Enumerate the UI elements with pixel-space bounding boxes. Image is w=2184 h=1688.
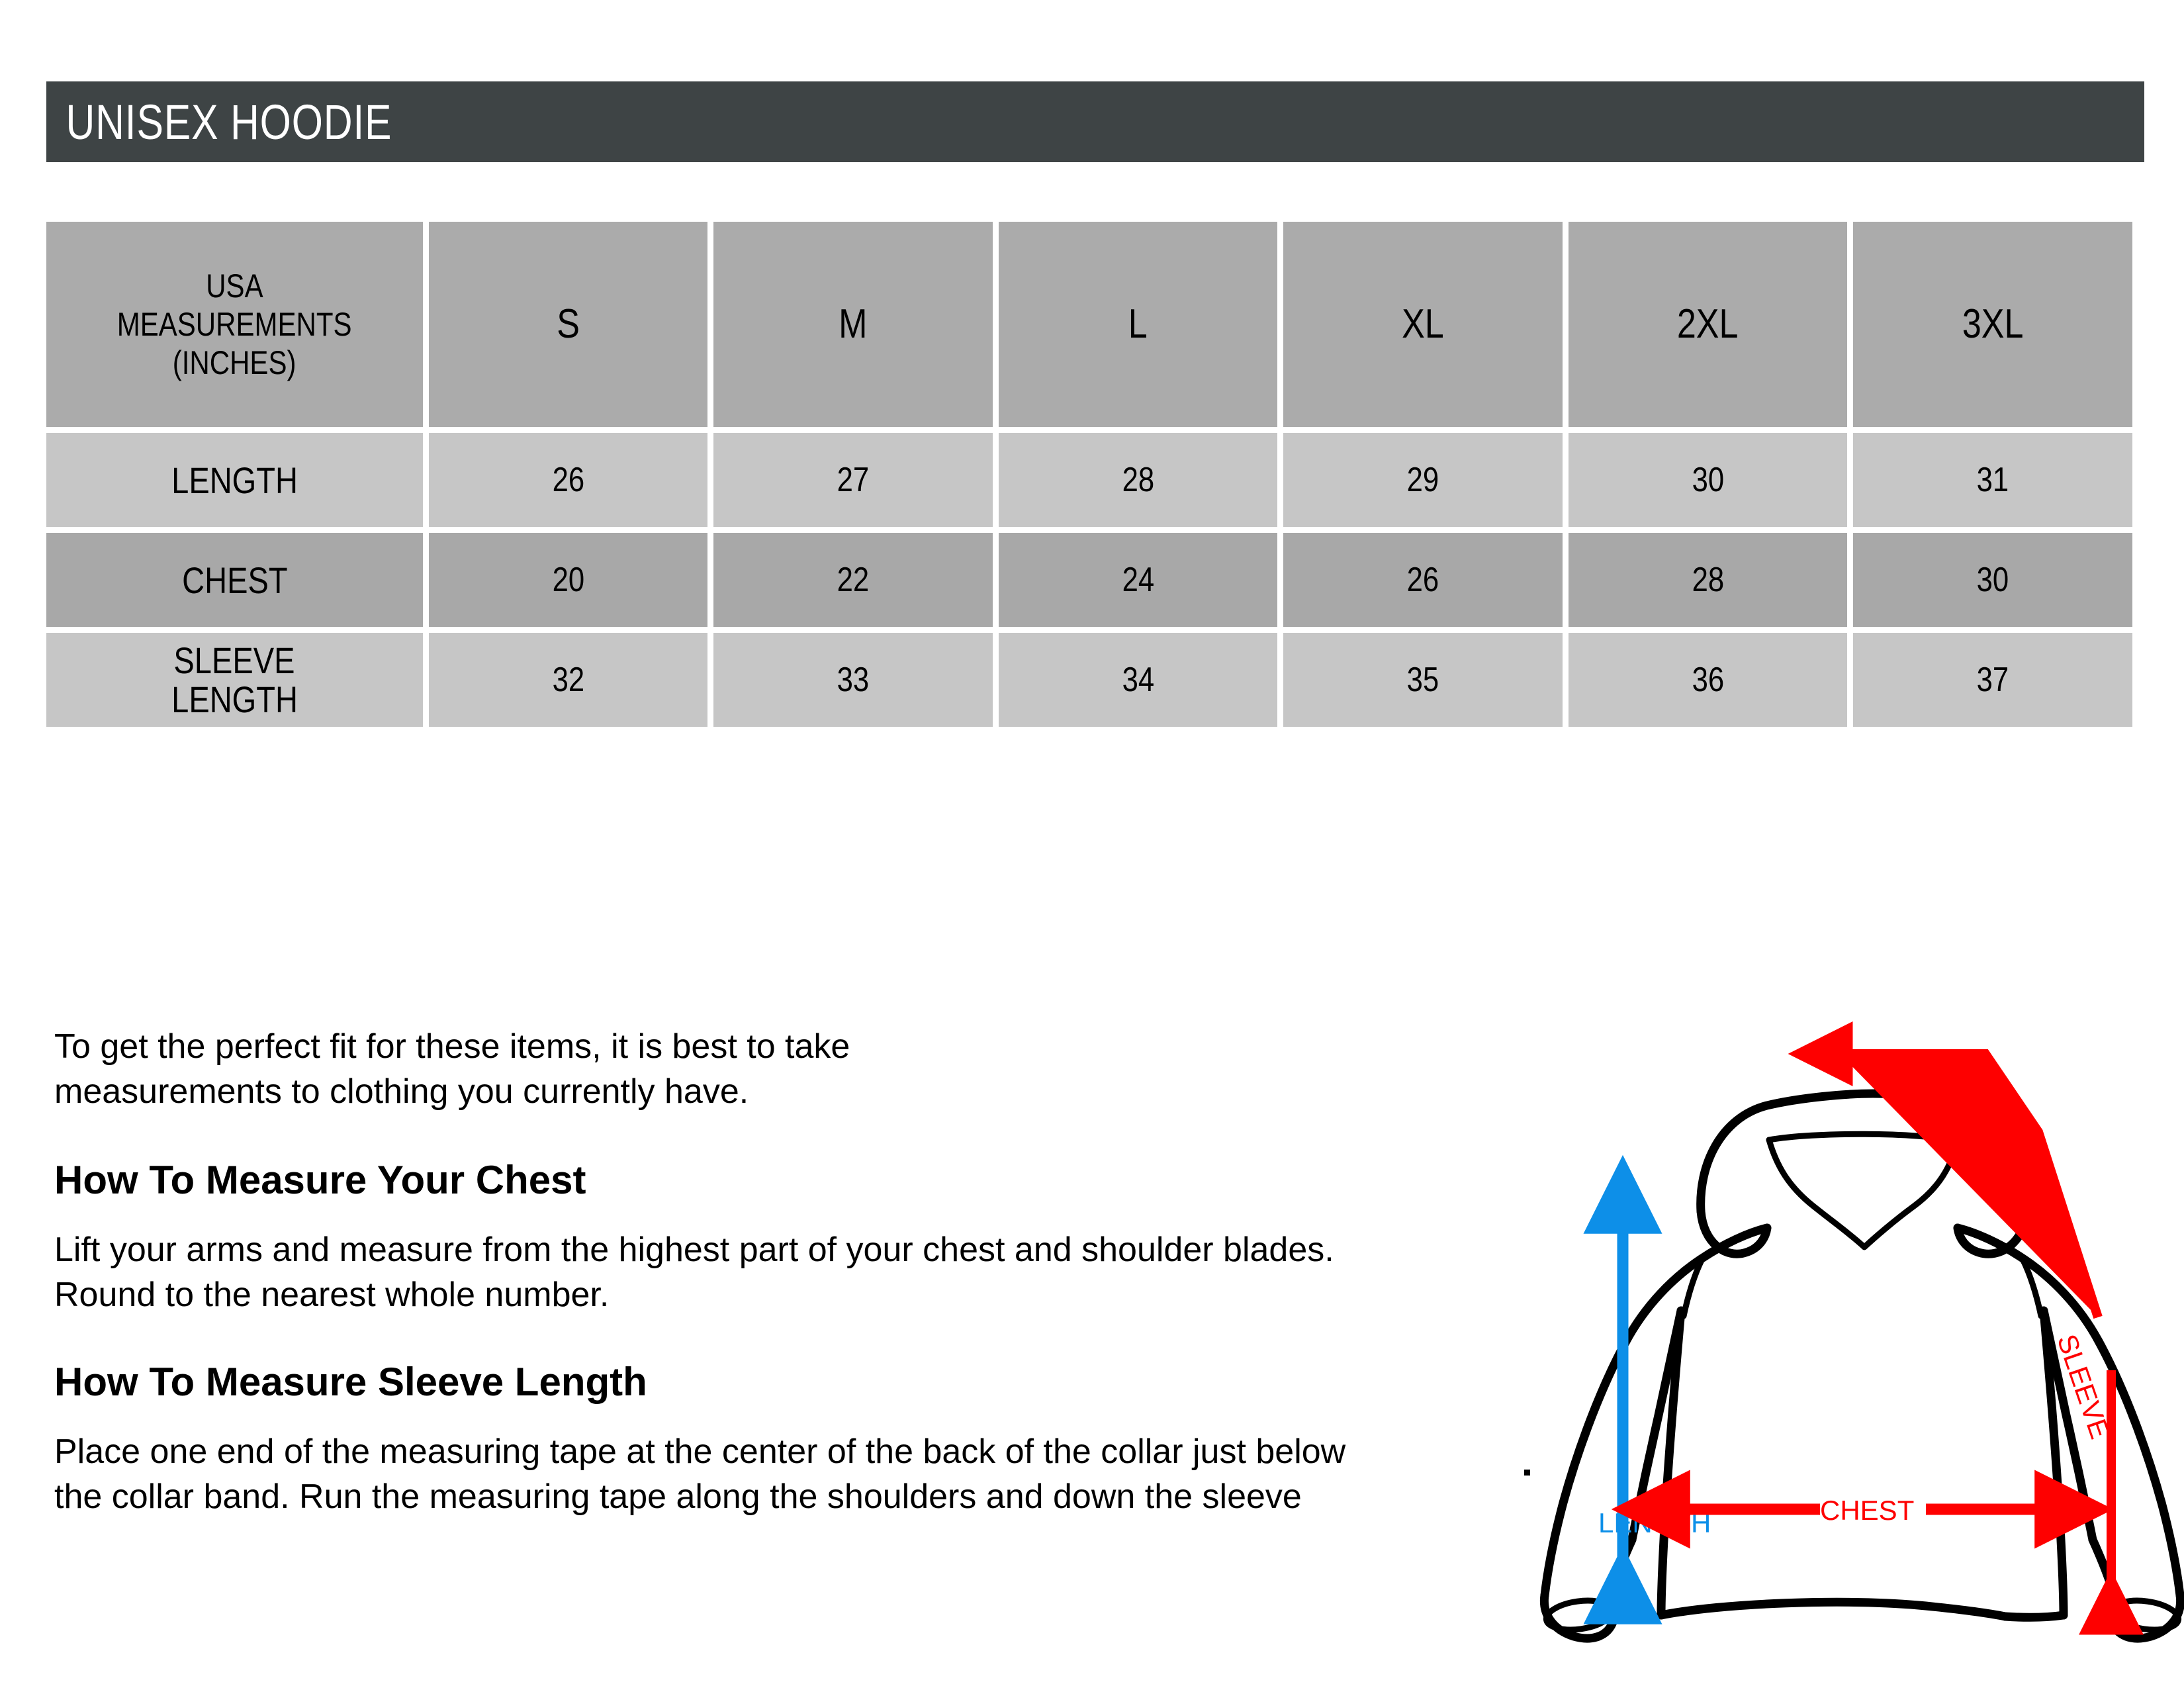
cell-sleeve-2xl: 36 bbox=[1568, 633, 1848, 727]
cell-length-s: 26 bbox=[428, 433, 708, 527]
chest-heading: How To Measure Your Chest bbox=[54, 1158, 586, 1203]
cell-chest-2xl: 28 bbox=[1568, 533, 1848, 627]
stray-mark bbox=[1524, 1470, 1530, 1476]
cell-sleeve-s: 32 bbox=[428, 633, 708, 727]
size-label: L bbox=[1128, 301, 1148, 348]
header-cell-size-xl: XL bbox=[1283, 222, 1563, 427]
header-cell-size-m: M bbox=[713, 222, 993, 427]
table-row-length: LENGTH 26 27 28 29 30 31 bbox=[46, 433, 2132, 527]
size-chart-table: USA MEASUREMENTS (INCHES) S M L XL 2XL 3… bbox=[40, 216, 2138, 733]
size-label: S bbox=[557, 301, 580, 348]
header-cell-size-l: L bbox=[998, 222, 1278, 427]
cell-chest-3xl: 30 bbox=[1853, 533, 2132, 627]
page-title-bar: UNISEX HOODIE bbox=[46, 81, 2144, 162]
hoodie-collar bbox=[1766, 1137, 1961, 1250]
cell-chest-s: 20 bbox=[428, 533, 708, 627]
cell-length-xl: 29 bbox=[1283, 433, 1563, 527]
header-label-line2: MEASUREMENTS bbox=[117, 306, 352, 343]
cell-chest-l: 24 bbox=[998, 533, 1278, 627]
cell-chest-xl: 26 bbox=[1283, 533, 1563, 627]
cell-length-m: 27 bbox=[713, 433, 993, 527]
cell-length-2xl: 30 bbox=[1568, 433, 1848, 527]
cell-chest-m: 22 bbox=[713, 533, 993, 627]
header-label-line1: USA bbox=[206, 267, 263, 305]
header-cell-size-2xl: 2XL bbox=[1568, 222, 1848, 427]
chest-instructions: Lift your arms and measure from the high… bbox=[54, 1231, 1334, 1314]
header-cell-measurements: USA MEASUREMENTS (INCHES) bbox=[46, 222, 423, 427]
table-row-chest: CHEST 20 22 24 26 28 30 bbox=[46, 533, 2132, 627]
table-header-row: USA MEASUREMENTS (INCHES) S M L XL 2XL 3… bbox=[46, 222, 2132, 427]
cell-length-l: 28 bbox=[998, 433, 1278, 527]
intro-paragraph: To get the perfect fit for these items, … bbox=[54, 1027, 850, 1111]
sleeve-instructions: Place one end of the measuring tape at t… bbox=[54, 1432, 1346, 1516]
cell-sleeve-3xl: 37 bbox=[1853, 633, 2132, 727]
size-label: M bbox=[839, 301, 868, 348]
size-label: 3XL bbox=[1962, 301, 2024, 348]
header-cell-size-3xl: 3XL bbox=[1853, 222, 2132, 427]
cell-sleeve-l: 34 bbox=[998, 633, 1278, 727]
row-label-chest: CHEST bbox=[46, 533, 423, 627]
size-label: XL bbox=[1402, 301, 1444, 348]
cell-sleeve-xl: 35 bbox=[1283, 633, 1563, 727]
cell-length-3xl: 31 bbox=[1853, 433, 2132, 527]
page-title: UNISEX HOODIE bbox=[66, 94, 392, 150]
size-label: 2XL bbox=[1677, 301, 1739, 348]
sleeve-heading: How To Measure Sleeve Length bbox=[54, 1360, 647, 1405]
header-cell-size-s: S bbox=[428, 222, 708, 427]
hoodie-body-outline bbox=[1539, 1223, 2010, 1643]
hoodie-right-side-outline bbox=[1953, 1223, 2184, 1643]
cell-sleeve-m: 33 bbox=[713, 633, 993, 727]
row-label-length: LENGTH bbox=[46, 433, 423, 527]
table-row-sleeve-length: SLEEVE LENGTH 32 33 34 35 36 37 bbox=[46, 633, 2132, 727]
instructions-section: To get the perfect fit for these items, … bbox=[54, 1025, 1497, 1520]
hoodie-diagram: LENGTH CHEST SLEEVE bbox=[1502, 1000, 2184, 1688]
sleeve-arrow bbox=[1788, 1021, 2103, 1319]
header-label-line3: (INCHES) bbox=[173, 344, 296, 381]
row-label-sleeve-length: SLEEVE LENGTH bbox=[46, 633, 423, 727]
chest-label: CHEST bbox=[1820, 1495, 1914, 1526]
